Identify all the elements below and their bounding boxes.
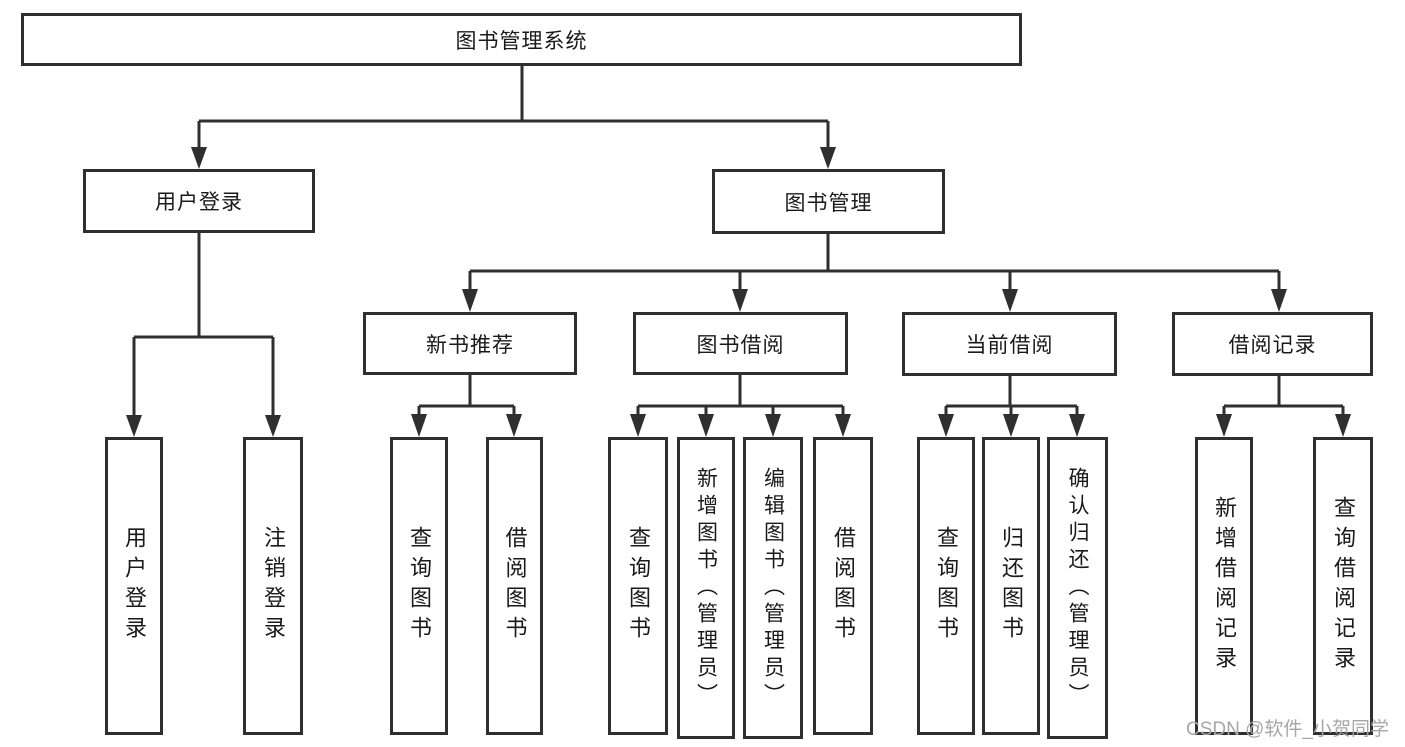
csdn-watermark: CSDN @软件_小贺同学 [1186,719,1389,740]
node-label: 新增图书（管理员） [694,466,718,710]
leaf-query-books-current: 查询图书 [917,437,975,735]
node-label: 借阅记录 [1228,334,1317,357]
node-label: 新增借阅记录 [1212,496,1237,676]
node-label: 借阅图书 [831,526,856,646]
node-book-borrow: 图书借阅 [633,312,848,375]
leaf-edit-book-admin: 编辑图书（管理员） [743,437,803,739]
leaf-user-login: 用户登录 [105,437,163,735]
node-label: 归还图书 [999,526,1024,646]
node-label: 查询图书 [934,526,959,646]
leaf-return-book: 归还图书 [982,437,1040,735]
node-label: 确认归还（管理员） [1066,466,1089,710]
node-root: 图书管理系统 [21,13,1022,66]
leaf-confirm-return-admin: 确认归还（管理员） [1047,437,1108,739]
node-label: 当前借阅 [965,334,1054,357]
node-borrow-records: 借阅记录 [1172,312,1373,376]
node-label: 新书推荐 [426,333,514,357]
node-label: 查询图书 [626,526,651,646]
node-label: 用户登录 [155,191,243,214]
leaf-query-borrow-record: 查询借阅记录 [1313,437,1373,735]
leaf-borrow-books: 借阅图书 [813,437,873,735]
node-current-borrow: 当前借阅 [902,312,1117,376]
leaf-borrow-books-recommend: 借阅图书 [486,437,543,735]
leaf-logout-login: 注销登录 [243,437,303,735]
node-label: 图书管理 [784,191,873,215]
node-new-book-recommend: 新书推荐 [363,312,577,375]
node-label: 借阅图书 [502,526,528,646]
leaf-add-borrow-record: 新增借阅记录 [1195,437,1253,735]
node-label: 查询借阅记录 [1331,496,1356,676]
leaf-add-book-admin: 新增图书（管理员） [677,437,735,739]
leaf-query-books-recommend: 查询图书 [390,437,448,735]
node-label: 图书借阅 [696,333,785,357]
node-label: 编辑图书（管理员） [761,466,785,710]
arrowheads [126,147,1351,437]
node-label: 用户登录 [122,526,147,646]
node-label: 注销登录 [261,526,286,646]
node-user-login: 用户登录 [83,169,315,233]
node-book-management: 图书管理 [712,169,945,234]
leaf-query-books-borrow: 查询图书 [608,437,668,735]
node-label: 图书管理系统 [455,29,588,53]
node-label: 查询图书 [407,526,432,646]
